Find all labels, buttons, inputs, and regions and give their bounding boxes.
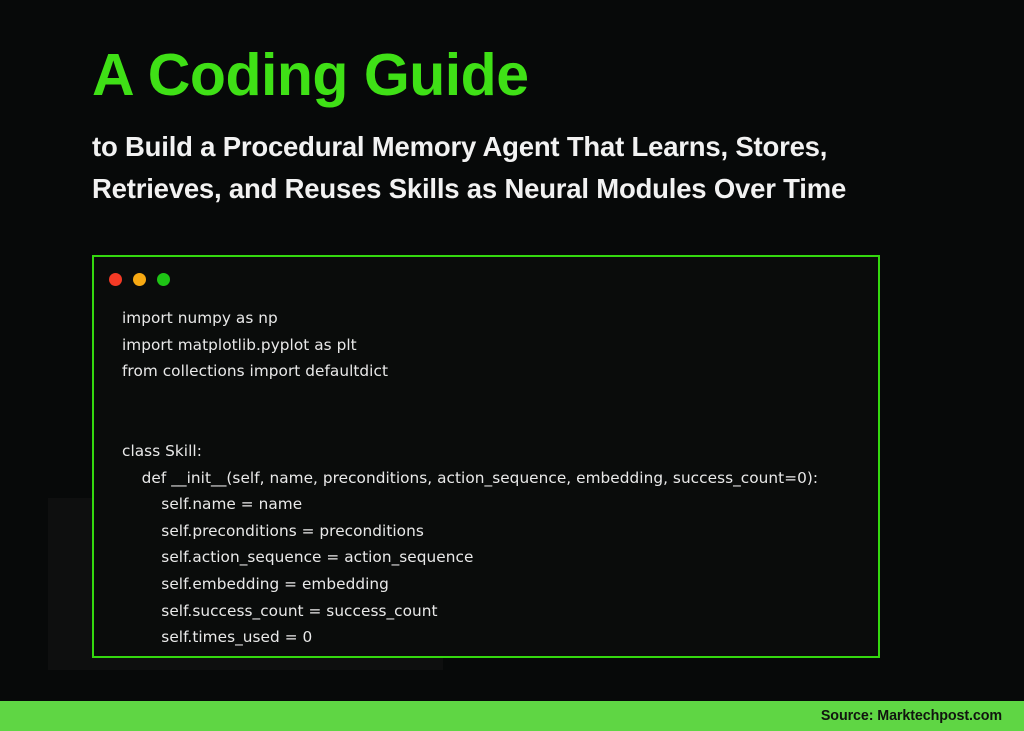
code-line: self.action_sequence = action_sequence: [122, 548, 474, 567]
code-line: from collections import defaultdict: [122, 362, 388, 381]
code-editor-content[interactable]: import numpy as np import matplotlib.pypl…: [94, 301, 878, 651]
headline-block: A Coding Guide to Build a Procedural Mem…: [92, 42, 952, 209]
code-line: class Skill:: [122, 441, 202, 460]
code-line: self.preconditions = preconditions: [122, 521, 424, 540]
code-window-titlebar: [94, 257, 878, 301]
maximize-icon[interactable]: [157, 272, 170, 286]
source-attribution: Source: Marktechpost.com: [820, 708, 1002, 724]
close-icon[interactable]: [109, 272, 122, 286]
footer-bar: Source: Marktechpost.com: [0, 701, 1024, 731]
page-title: A Coding Guide: [92, 42, 529, 108]
code-line: self.embedding = embedding: [122, 574, 389, 593]
code-line: import numpy as np: [122, 309, 278, 327]
page-subtitle: to Build a Procedural Memory Agent That …: [92, 130, 847, 204]
code-line: self.times_used = 0: [122, 628, 313, 647]
code-line: [94, 411, 878, 438]
code-line: self.success_count = success_count: [122, 601, 438, 620]
minimize-icon[interactable]: [133, 272, 146, 286]
code-window: import numpy as np import matplotlib.pypl…: [92, 255, 880, 658]
code-line: def __init__(self, name, preconditions, …: [122, 468, 819, 487]
code-line: [94, 385, 878, 412]
code-line: import matplotlib.pyplot as plt: [122, 335, 357, 354]
code-line: self.name = name: [122, 495, 303, 514]
